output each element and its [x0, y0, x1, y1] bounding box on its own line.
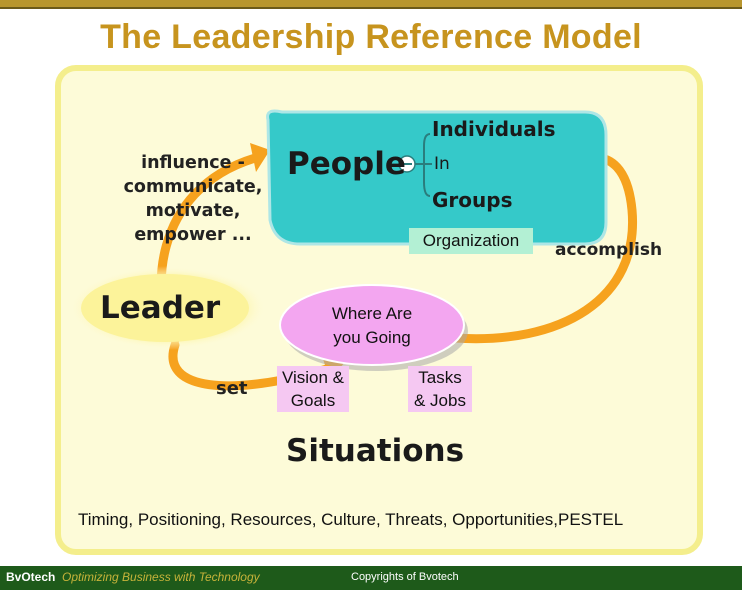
footer-bar: BvOtech Optimizing Business with Technol…	[0, 566, 742, 590]
people-label: People	[287, 146, 406, 182]
individuals-label: Individuals	[432, 117, 556, 141]
leader-node	[81, 274, 249, 342]
vision-goals-box: Vision & Goals	[277, 366, 349, 412]
top-accent-line	[0, 7, 742, 9]
organization-box: Organization	[409, 228, 533, 254]
influence-arrowhead	[250, 143, 270, 172]
tasks-jobs-box: Tasks & Jobs	[408, 366, 472, 412]
where-line-1: Where Are	[331, 304, 413, 323]
set-label: set	[216, 378, 248, 399]
tasks-line-1: Tasks	[418, 368, 462, 387]
situation-factors: Timing, Positioning, Resources, Culture,…	[78, 510, 624, 529]
vision-line-2: Goals	[290, 391, 336, 410]
influence-line-4: empower ...	[134, 225, 252, 245]
footer-brand: BvOtech	[6, 570, 56, 584]
tasks-line-2: & Jobs	[414, 391, 466, 410]
top-accent-bar	[0, 0, 742, 7]
where-node	[279, 284, 465, 366]
influence-line-1: influence -	[141, 153, 245, 173]
influence-line-2: communicate,	[123, 177, 263, 197]
groups-label: Groups	[432, 188, 513, 212]
influence-line-3: motivate,	[145, 201, 241, 221]
in-label: In	[434, 154, 450, 174]
people-node	[266, 109, 608, 246]
page-title: The Leadership Reference Model	[100, 18, 642, 56]
vision-line-1: Vision &	[281, 368, 345, 387]
where-line-2: you Going	[333, 328, 411, 347]
situations-label: Situations	[286, 433, 465, 469]
leader-label: Leader	[100, 290, 221, 326]
accomplish-label: accomplish	[555, 240, 663, 260]
influence-label: influence - communicate, motivate, empow…	[108, 151, 278, 247]
footer-tagline: Optimizing Business with Technology	[62, 570, 260, 584]
where-label: Where Are you Going	[286, 302, 458, 350]
branch-lines	[415, 133, 432, 197]
accomplish-arrow	[450, 153, 638, 344]
footer-copyright: Copyrights of Bvotech	[351, 571, 459, 583]
